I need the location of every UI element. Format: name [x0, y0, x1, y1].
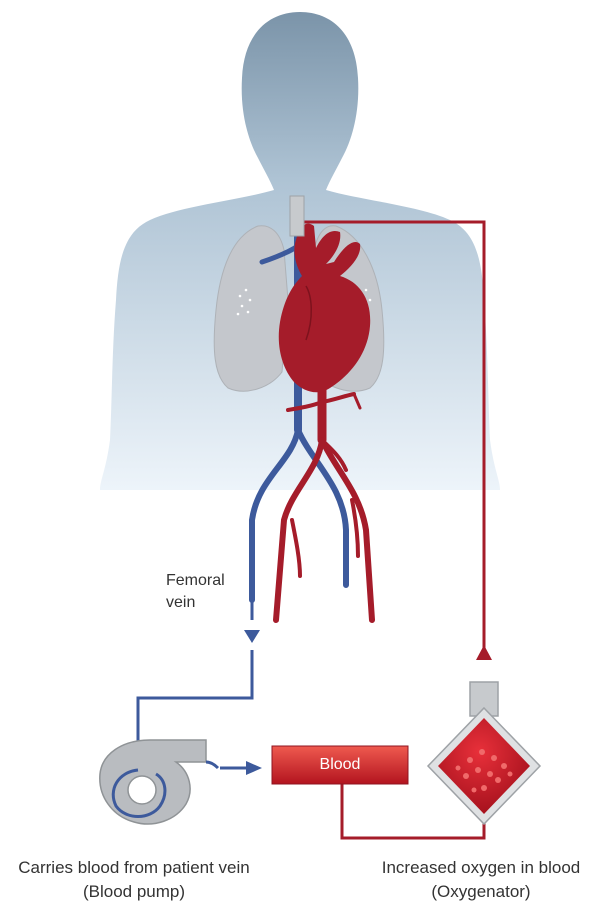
- arrow-right-icon: [246, 761, 262, 775]
- blood-pump-caption: Carries blood from patient vein (Blood p…: [0, 856, 268, 904]
- femoral-vein-label: Femoral vein: [166, 570, 225, 614]
- oxygenator-icon: [426, 681, 542, 826]
- femoral-vein-label-line1: Femoral: [166, 572, 225, 589]
- oxygenator-caption-line1: Increased oxygen in blood: [381, 858, 581, 877]
- blood-reservoir-box: [271, 745, 409, 785]
- femoral-vein-label-line2: vein: [166, 594, 196, 611]
- venous-tubing: [136, 600, 262, 775]
- blood-label: Blood: [319, 756, 361, 773]
- oxygenator-caption: Increased oxygen in blood (Oxygenator): [362, 856, 600, 904]
- heart-icon: [278, 223, 371, 393]
- arrow-up-icon: [476, 645, 492, 660]
- blood-pump-caption-line1: Carries blood from patient vein: [18, 858, 250, 877]
- blood-pump-caption-line2: (Blood pump): [82, 882, 186, 901]
- arrow-down-icon: [244, 630, 260, 643]
- oxygenator-caption-line2: (Oxygenator): [431, 882, 531, 901]
- cannula-tip: [289, 195, 305, 237]
- arterial-vessels: [273, 375, 375, 623]
- blood-pump-icon: [99, 739, 220, 825]
